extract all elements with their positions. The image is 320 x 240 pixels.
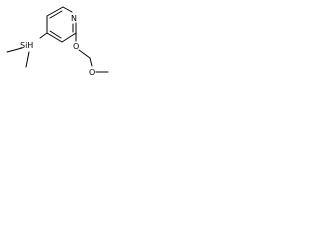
bond-ring-5 bbox=[46, 32, 63, 43]
bond-ring-to-si bbox=[39, 32, 48, 39]
bond-ring-1 bbox=[46, 6, 64, 17]
bond-ring-double-1 bbox=[49, 10, 63, 19]
bond-si-methyl-2 bbox=[25, 51, 30, 68]
structure-diagram: N SiH O O bbox=[0, 0, 111, 83]
chain-oxygen-label: O bbox=[89, 68, 95, 77]
atom-labels: N SiH O O bbox=[20, 14, 95, 77]
nitrogen-label: N bbox=[71, 14, 77, 23]
bond-o-ch2 bbox=[78, 49, 91, 59]
bond-si-methyl-1 bbox=[6, 47, 23, 53]
bond-ring-2 bbox=[62, 6, 73, 13]
bond-ch2-o bbox=[89, 57, 93, 67]
bond-ring-4 bbox=[61, 32, 77, 43]
molecule-drawing: N SiH O O bbox=[6, 6, 109, 77]
ring-oxygen-label: O bbox=[73, 42, 79, 51]
silicon-label: SiH bbox=[20, 41, 33, 50]
pyridine-ring bbox=[46, 6, 77, 43]
bond-ring-double-3 bbox=[49, 30, 62, 39]
substituent-bonds bbox=[6, 32, 109, 73]
